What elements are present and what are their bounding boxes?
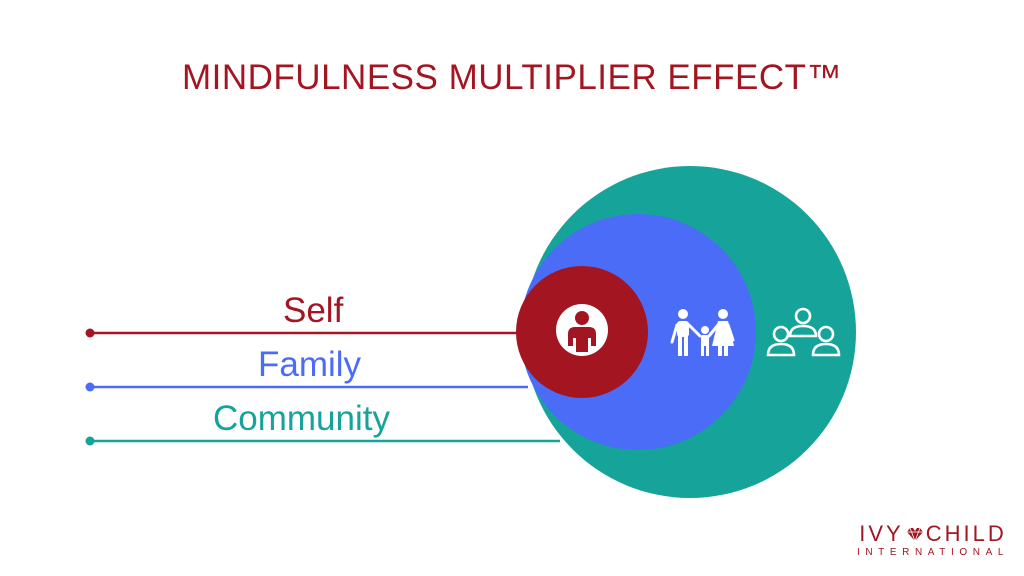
- ivy-child-logo: IVY CHILD INTERNATIONAL: [853, 523, 1013, 560]
- community-label: Community: [213, 399, 390, 438]
- logo-word-ivy: IVY: [859, 521, 904, 546]
- diagram-title: MINDFULNESS MULTIPLIER EFFECT™: [182, 58, 842, 97]
- heart-gem-icon: [906, 527, 923, 542]
- community-icon: [766, 307, 841, 357]
- self-label: Self: [283, 291, 344, 330]
- logo-word-child: CHILD: [925, 521, 1007, 546]
- logo-subtitle: INTERNATIONAL: [856, 547, 1010, 558]
- family-icon: [670, 309, 735, 356]
- self-line-dot: [85, 328, 95, 338]
- family-label: Family: [258, 345, 362, 384]
- family-line-dot: [85, 382, 95, 392]
- person-icon: [556, 304, 608, 356]
- community-line-dot: [85, 436, 95, 446]
